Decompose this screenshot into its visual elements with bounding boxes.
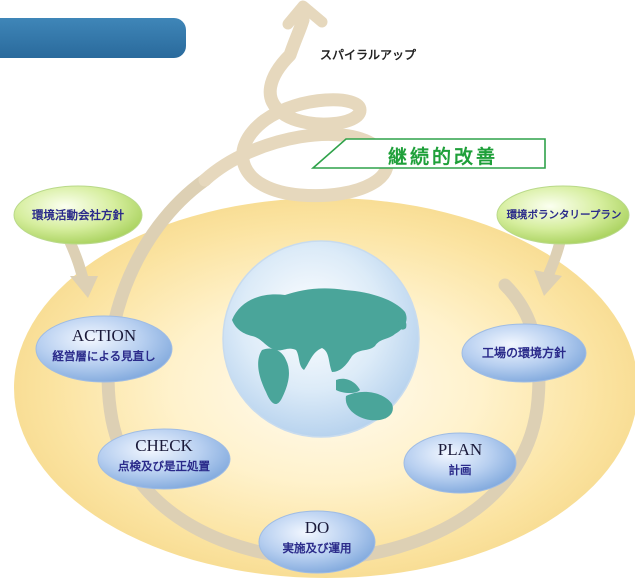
continents-icon xyxy=(232,288,407,421)
cycle-arc-right xyxy=(311,278,546,567)
check-subtitle: 点検及び是正処置 xyxy=(118,459,210,473)
kaizen-label: 継続的改善 xyxy=(388,146,499,168)
plan-subtitle: 計画 xyxy=(448,463,472,477)
node-do xyxy=(258,510,376,574)
kaizen-banner xyxy=(310,138,546,169)
node-plan xyxy=(403,432,517,494)
arrow-left-head xyxy=(70,276,98,298)
header-bar xyxy=(0,18,186,58)
check-title: CHECK xyxy=(135,436,193,455)
action-title: ACTION xyxy=(71,326,137,345)
check-text: CHECK 点検及び是正処置 xyxy=(98,430,230,490)
spiral-arrowhead xyxy=(282,0,328,30)
node-check xyxy=(97,428,231,490)
node-company-policy xyxy=(13,185,143,245)
spiral-up-label: スパイラルアップ xyxy=(320,48,417,62)
plant-policy-label: 工場の環境方針 xyxy=(481,346,566,360)
company-policy-label: 環境活動会社方針 xyxy=(32,208,124,222)
do-title: DO xyxy=(304,518,330,537)
action-subtitle: 経営層による見直し xyxy=(52,349,156,363)
cycle-arc-left xyxy=(101,173,325,567)
node-voluntary-plan xyxy=(496,185,630,245)
action-text: ACTION 経営層による見直し xyxy=(36,318,172,382)
node-plant-policy xyxy=(461,323,587,383)
arrow-right-head xyxy=(534,270,562,296)
plan-title: PLAN xyxy=(437,440,483,459)
plan-text: PLAN 計画 xyxy=(404,434,516,494)
do-text: DO 実施及び運用 xyxy=(259,512,375,572)
do-subtitle: 実施及び運用 xyxy=(282,541,352,555)
voluntary-plan-label: 環境ボランタリープラン xyxy=(506,209,622,221)
node-action xyxy=(35,315,173,383)
